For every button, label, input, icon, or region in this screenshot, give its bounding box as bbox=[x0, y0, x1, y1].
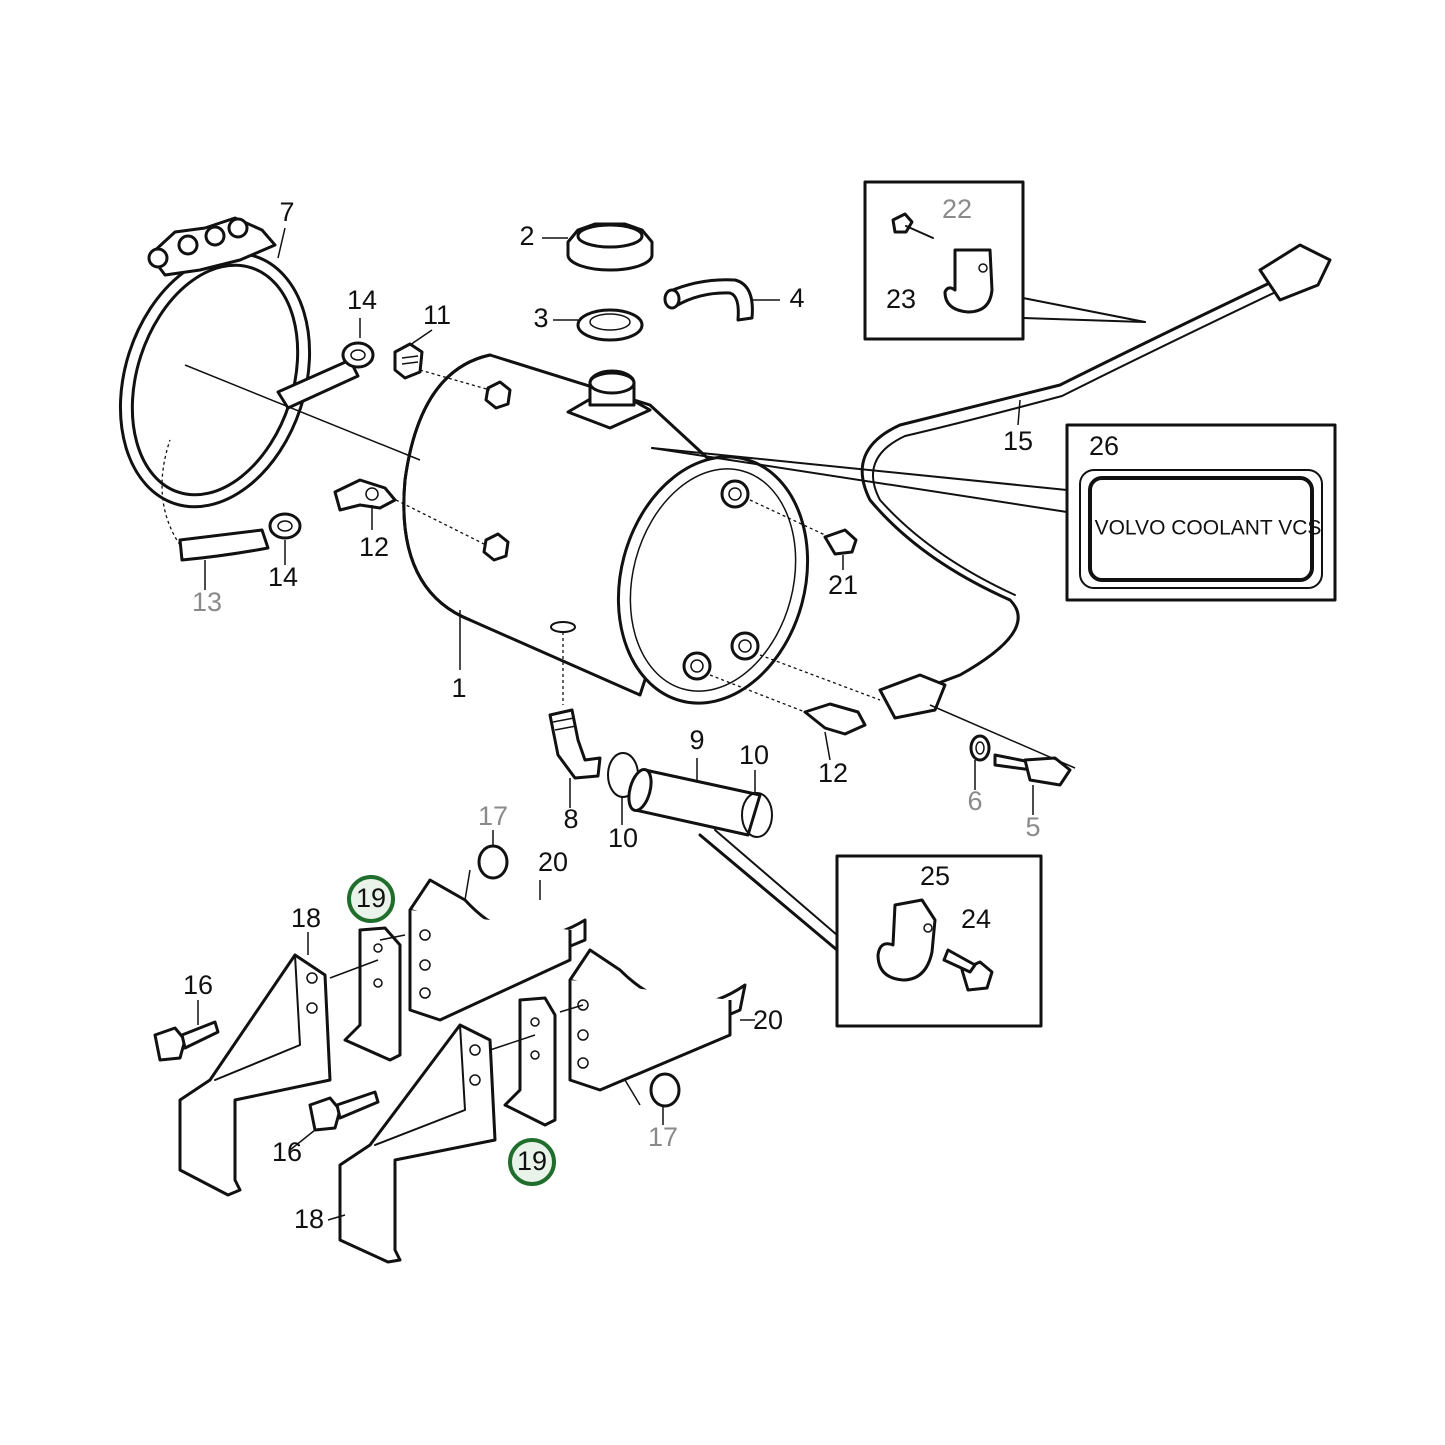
callout-21: 21 bbox=[828, 570, 858, 600]
hose-upper bbox=[276, 358, 360, 410]
callout-19-bottom: 19 bbox=[517, 1146, 547, 1176]
plug-11 bbox=[393, 342, 424, 380]
callout-4: 4 bbox=[789, 283, 804, 313]
spacer-plate-19-bottom bbox=[503, 996, 557, 1127]
washer-6 bbox=[969, 734, 991, 762]
detail-box-22-23 bbox=[863, 180, 1146, 341]
highlight-19-top bbox=[347, 875, 395, 923]
callout-7: 7 bbox=[279, 197, 294, 227]
highlight-19-bottom bbox=[508, 1138, 556, 1186]
detail-box-24-25 bbox=[698, 829, 1043, 1028]
hose-4 bbox=[663, 278, 754, 322]
callout-3: 3 bbox=[533, 303, 548, 333]
cradle-20-bottom bbox=[568, 948, 747, 1092]
elbow-fitting-8 bbox=[548, 708, 602, 780]
callout-19-top: 19 bbox=[356, 883, 386, 913]
sensor-cable-15 bbox=[860, 243, 1332, 720]
callout-20-top: 20 bbox=[538, 847, 568, 877]
callout-22: 22 bbox=[942, 194, 972, 224]
callout-6: 6 bbox=[967, 786, 982, 816]
callout-1: 1 bbox=[451, 673, 466, 703]
callout-20-bottom: 20 bbox=[753, 1005, 783, 1035]
callout-18-bottom: 18 bbox=[294, 1204, 324, 1234]
detail-box-26: VOLVO COOLANT VCS bbox=[651, 423, 1337, 602]
rubber-pad-17-bottom bbox=[649, 1072, 681, 1108]
callout-16-right: 16 bbox=[272, 1137, 302, 1167]
callout-23: 23 bbox=[886, 284, 916, 314]
expansion-tank-1 bbox=[402, 353, 810, 705]
callout-14-bottom: 14 bbox=[268, 562, 298, 592]
callout-10-left: 10 bbox=[608, 823, 638, 853]
seal-ring-3 bbox=[576, 308, 644, 342]
callout-13: 13 bbox=[192, 587, 222, 617]
bolt-16-right bbox=[308, 1090, 380, 1132]
hose-clamp-14-lower bbox=[268, 512, 302, 540]
elbow-fitting-12-left bbox=[333, 478, 397, 512]
callout-16-left: 16 bbox=[183, 970, 213, 1000]
callout-8: 8 bbox=[563, 804, 578, 834]
callout-9: 9 bbox=[689, 725, 704, 755]
hose-13 bbox=[161, 439, 270, 562]
callout-12-right: 12 bbox=[818, 758, 848, 788]
callout-18-top: 18 bbox=[291, 903, 321, 933]
hose-clamp-10-right bbox=[741, 792, 773, 838]
hose-clamp-7 bbox=[118, 216, 312, 509]
leader-lines bbox=[184, 227, 1076, 1221]
callout-15: 15 bbox=[1003, 426, 1033, 456]
callout-24: 24 bbox=[961, 904, 991, 934]
callout-17-bottom: 17 bbox=[648, 1122, 678, 1152]
temperature-sensor-5 bbox=[993, 753, 1072, 787]
bracket-18-right bbox=[338, 1023, 497, 1264]
callout-14-top: 14 bbox=[347, 285, 377, 315]
spacer-plate-19-top bbox=[343, 926, 402, 1062]
callout-5: 5 bbox=[1025, 812, 1040, 842]
elbow-fitting-12-right bbox=[803, 702, 867, 736]
coolant-hose-9 bbox=[627, 768, 762, 837]
callout-26: 26 bbox=[1089, 431, 1119, 461]
callout-17-top: 17 bbox=[478, 801, 508, 831]
bolt-16-left bbox=[153, 1020, 220, 1062]
callout-11: 11 bbox=[423, 300, 451, 330]
hose-clamp-14-upper bbox=[341, 341, 375, 369]
callout-2: 2 bbox=[519, 221, 534, 251]
filler-cap-2 bbox=[566, 222, 654, 272]
callout-12-left: 12 bbox=[359, 532, 389, 562]
rubber-pad-17-top bbox=[477, 844, 509, 880]
coolant-decal-text: VOLVO COOLANT VCS bbox=[1095, 517, 1322, 540]
callout-25: 25 bbox=[920, 861, 950, 891]
cradle-20-top bbox=[408, 878, 587, 1022]
callout-labels: 1 2 3 4 5 6 7 8 9 10 10 11 12 12 13 14 1… bbox=[183, 194, 1119, 1234]
callout-10-right: 10 bbox=[739, 740, 769, 770]
bracket-18-left bbox=[178, 953, 332, 1197]
plug-21 bbox=[823, 528, 858, 556]
